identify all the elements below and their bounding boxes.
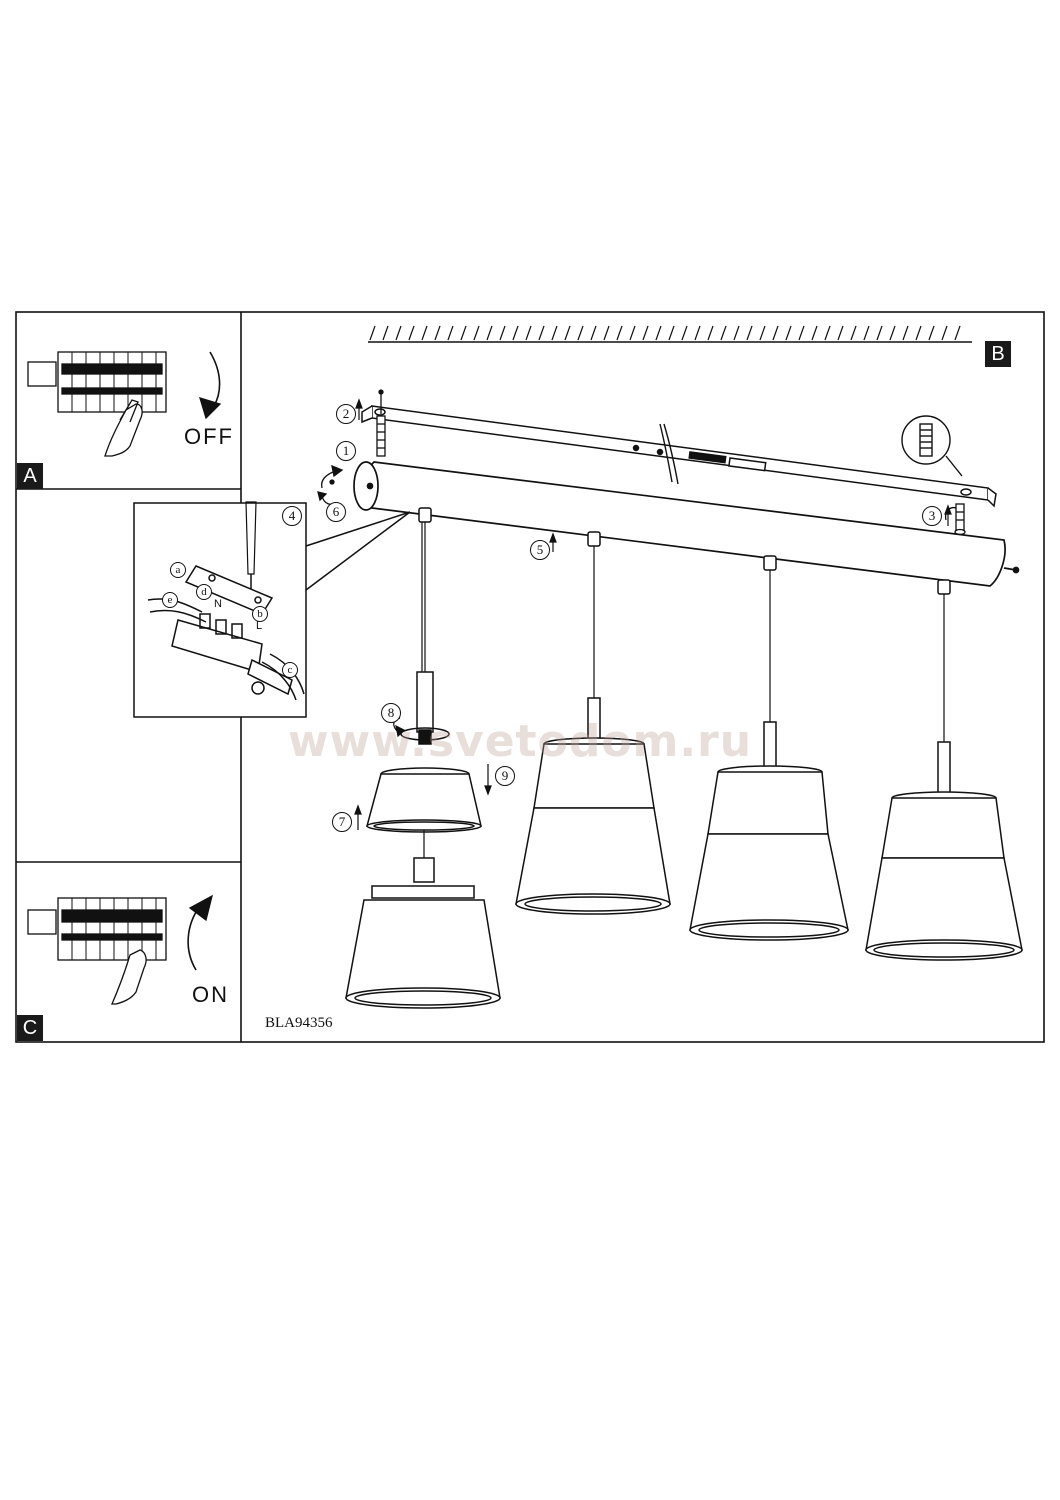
- step-marker-9: 9: [495, 766, 515, 786]
- screw-dowel-left: [376, 389, 386, 457]
- pendant-4: [865, 579, 1023, 961]
- mounting-bracket: [361, 405, 997, 508]
- model-code: BLA94356: [265, 1015, 333, 1031]
- step-marker-1: 1: [336, 441, 356, 461]
- step-marker-2: 2: [336, 404, 356, 424]
- switch-on-label: ON: [192, 982, 229, 1007]
- switch-off-label: OFF: [184, 424, 234, 449]
- step-marker-5: 5: [530, 540, 550, 560]
- watermark: www.svetodom.ru: [288, 716, 753, 767]
- pendant-2: [515, 531, 671, 915]
- step-marker-7: 7: [332, 812, 352, 832]
- panel-tag-c: C: [17, 1015, 43, 1041]
- pendant-3: [689, 555, 849, 941]
- wiring-marker-d: d: [196, 584, 212, 600]
- endcap-arrows: [317, 464, 344, 506]
- outer-frame: [15, 311, 1045, 1043]
- supply-wire: [659, 423, 679, 485]
- wiring-marker-e: e: [162, 592, 178, 608]
- step-marker-8: 8: [381, 703, 401, 723]
- step-marker-3: 3: [922, 506, 942, 526]
- panel-tag-b: B: [985, 341, 1011, 367]
- wiring-marker-c: c: [282, 662, 298, 678]
- canopy-tube: [353, 461, 1020, 587]
- terminal-mark-n: N: [214, 598, 222, 610]
- step-marker-6: 6: [326, 502, 346, 522]
- dowel-detail-magnifier: [901, 415, 963, 477]
- ceiling-hatch: [368, 325, 972, 343]
- pendant-1-exploded: [345, 507, 501, 1009]
- breaker-off-illustration: [27, 351, 222, 457]
- panel-tag-a: A: [17, 463, 43, 489]
- wiring-marker-b: b: [252, 606, 268, 622]
- step-marker-4: 4: [282, 506, 302, 526]
- terminal-mark-l: L: [256, 620, 263, 632]
- wiring-marker-a: a: [170, 562, 186, 578]
- step-arrows: [355, 398, 952, 552]
- breaker-on-illustration: [27, 894, 213, 1005]
- terminal-block-inset: [133, 501, 411, 718]
